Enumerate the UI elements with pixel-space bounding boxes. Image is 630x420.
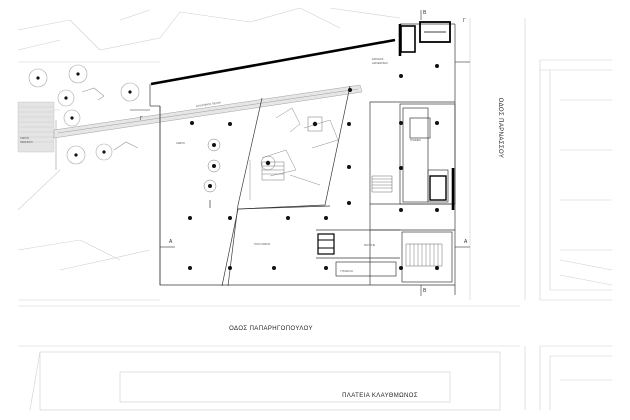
section-a-right-label: Α [464,239,468,245]
section-b-bottom-label: Β [423,288,427,294]
tree-circle-icon [28,68,48,88]
column-dot-icon [228,266,232,270]
column-dot-icon [435,64,439,68]
column-dot-icon [324,266,328,270]
column-dot-icon [347,201,351,205]
svg-text:ΥΠΟΔΟΧΗ: ΥΠΟΔΟΧΗ [340,269,353,273]
column-dot-icon [435,208,439,212]
square-label: ΠΛΑΤΕΙΑ ΚΛΑΥΘΜΩΝΟΣ [342,393,418,399]
street-south-label: ΟΔΟΣ ΠΑΠΑΡΗΓΟΠΟΥΛΟΥ [229,326,313,332]
svg-text:ΓΡΑΦΕΙΑ: ΓΡΑΦΕΙΑ [410,138,421,142]
column-dot-icon [188,266,192,270]
column-dot-icon [435,121,439,125]
tree-circle-icon [120,82,140,102]
section-b-top-label: Β [423,10,427,16]
tree-circle-icon [57,89,75,107]
column-dot-icon [188,216,192,220]
column-dot-icon [212,164,216,168]
column-dot-icon [435,266,439,270]
column-dot-icon [399,166,403,170]
column-dot-icon [272,266,276,270]
svg-text:ΔΙΑΧΕΙΡΙΣΗΣ: ΔΙΑΧΕΙΡΙΣΗΣ [372,61,388,65]
column-dot-icon [228,216,232,220]
interior-ramps [249,107,339,200]
column-dot-icon [399,266,403,270]
section-g-left-label: Γ [140,116,143,122]
street-east-label: ΟΔΟΣ ΠΑΡΝΑΣΣΟΥ [497,98,503,159]
svg-text:ΧΩΡΟΣ: ΧΩΡΟΣ [20,136,29,140]
column-dot-icon [348,88,352,92]
column-dot-icon [347,165,351,169]
column-dot-icon [208,184,212,188]
column-dot-icon [212,143,216,147]
column-dot-icon [228,122,232,126]
left-plaza: ΧΩΡΟΣ ΠΡΑΣΙΝΟΥ [17,64,140,170]
svg-text:ΔΙΑΔΡΟΜΟΣ ΠΕΖΩΝ: ΔΙΑΔΡΟΜΟΣ ΠΕΖΩΝ [196,100,222,108]
column-dot-icon [190,121,194,125]
column-dot-icon [286,216,290,220]
context-buildings [17,7,613,411]
room-labels: ΑΙΘΡΙΟ ΠΟΛΥΧΩΡΟΣ ΦΟΥΑΓΙΕ ΓΡΑΦΕΙΑ ΕΙΣΟΔΟΣ… [176,57,421,273]
column-dot-icon [324,216,328,220]
column-dot-icon [347,122,351,126]
structural-columns [188,64,439,270]
tree-circle-icon [63,109,81,127]
svg-text:ΑΙΘΡΙΟ: ΑΙΘΡΙΟ [176,141,185,145]
column-dot-icon [399,121,403,125]
section-markers [130,10,470,296]
diagonal-walkway: ΔΙΑΔΡΟΜΟΣ ΠΕΖΩΝ [53,84,363,139]
tree-circle-icon [66,145,86,165]
column-dot-icon [312,121,318,127]
stair-hatch-icon [261,161,443,267]
svg-text:ΦΟΥΑΓΙΕ: ΦΟΥΑΓΙΕ [364,243,375,247]
tree-circle-icon [95,143,113,161]
column-dot-icon [265,160,271,166]
section-a-left-label: Α [169,239,173,245]
building-outline [149,23,456,295]
top-stair-core [317,21,451,255]
heavy-walls [150,24,455,210]
column-dot-icon [399,208,403,212]
tree-circle-icon [68,64,88,84]
svg-text:ΠΟΛΥΧΩΡΟΣ: ΠΟΛΥΧΩΡΟΣ [254,242,271,246]
svg-text:ΠΡΑΣΙΝΟΥ: ΠΡΑΣΙΝΟΥ [20,140,33,144]
section-g-right-label: Γ [463,18,466,24]
column-dot-icon [399,74,403,78]
svg-text:ΕΙΣΟΔΟΣ: ΕΙΣΟΔΟΣ [372,57,384,61]
